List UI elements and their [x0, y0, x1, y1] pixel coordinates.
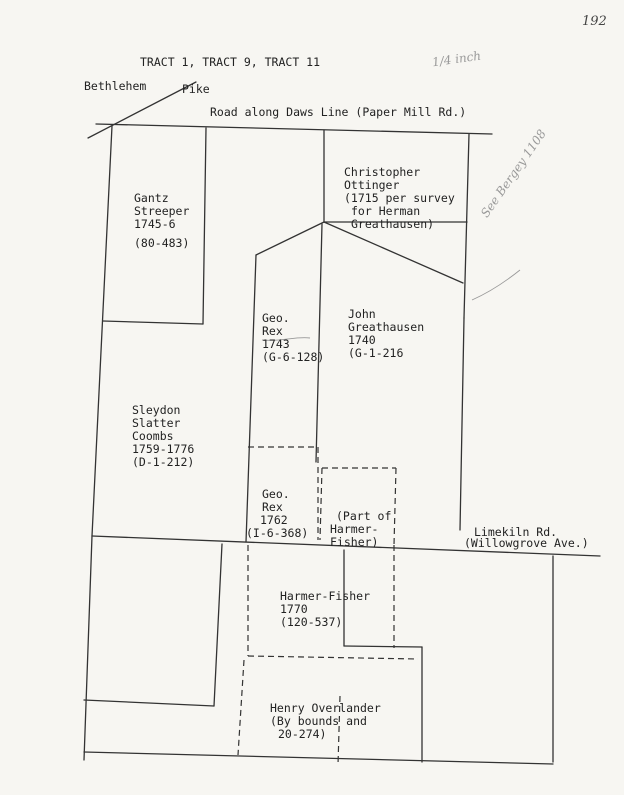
road-label-pike: Pike: [182, 82, 210, 96]
daws-road-line: [95, 123, 493, 135]
road-label-daws: Road along Daws Line (Paper Mill Rd.): [210, 105, 467, 119]
limekiln-road-line: [91, 535, 601, 557]
west-boundary-lower: [83, 535, 93, 761]
bethlehem-pike-line: [87, 81, 197, 139]
west-boundary: [91, 125, 113, 537]
page-number: 192: [582, 14, 607, 29]
title: TRACT 1, TRACT 9, TRACT 11: [140, 55, 321, 69]
road-label-willowgrove: (Willowgrove Ave.): [464, 536, 589, 550]
pencil-arrow-mark: [471, 269, 521, 301]
road-label-limekiln: Limekiln Rd.: [474, 525, 558, 539]
road-label-bethlehem: Bethlehem: [84, 79, 147, 93]
